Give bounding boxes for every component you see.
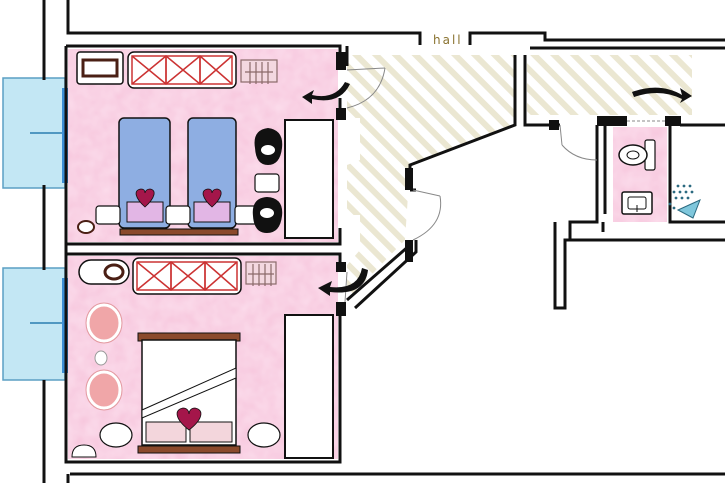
heart-icon bbox=[135, 188, 155, 208]
nightstand bbox=[95, 205, 121, 225]
small-table bbox=[94, 350, 108, 366]
nightstand bbox=[99, 422, 133, 448]
heart-icon bbox=[202, 188, 222, 208]
chair-icon bbox=[85, 369, 123, 411]
closet-top bbox=[284, 119, 334, 239]
wardrobe-top bbox=[127, 51, 237, 89]
heart-icon bbox=[176, 407, 202, 431]
shower-icon bbox=[668, 184, 701, 219]
twin-bed-right bbox=[187, 117, 237, 229]
hall-label: hall bbox=[433, 33, 463, 47]
window-bottom bbox=[2, 267, 68, 381]
armchair-icon bbox=[254, 128, 283, 165]
closet-bottom bbox=[284, 314, 334, 459]
sink-icon bbox=[621, 191, 653, 215]
nightstand bbox=[165, 205, 191, 225]
luggage-rack-top bbox=[240, 59, 278, 84]
tv-unit-top bbox=[76, 51, 124, 85]
bed-frame-top bbox=[119, 228, 239, 236]
window-top bbox=[2, 77, 68, 189]
luggage-rack-bottom bbox=[245, 261, 277, 286]
tv-unit-bottom bbox=[78, 259, 130, 285]
toilet-icon bbox=[618, 139, 656, 171]
bin-icon bbox=[77, 220, 95, 234]
door-side[interactable] bbox=[559, 124, 598, 161]
nightstand bbox=[247, 422, 281, 448]
side-table bbox=[254, 173, 280, 193]
entry-arrow-icon bbox=[302, 82, 692, 296]
double-bed bbox=[137, 332, 241, 454]
door-hall-diagonal[interactable] bbox=[412, 189, 442, 241]
hall-floor bbox=[347, 55, 692, 300]
bin-icon bbox=[71, 444, 97, 458]
twin-bed-left bbox=[118, 117, 171, 229]
chair-icon bbox=[85, 302, 123, 344]
door-top-room[interactable] bbox=[346, 67, 386, 109]
wardrobe-bottom bbox=[132, 257, 242, 295]
armchair-icon bbox=[252, 197, 283, 233]
wall-blocks bbox=[336, 52, 681, 316]
